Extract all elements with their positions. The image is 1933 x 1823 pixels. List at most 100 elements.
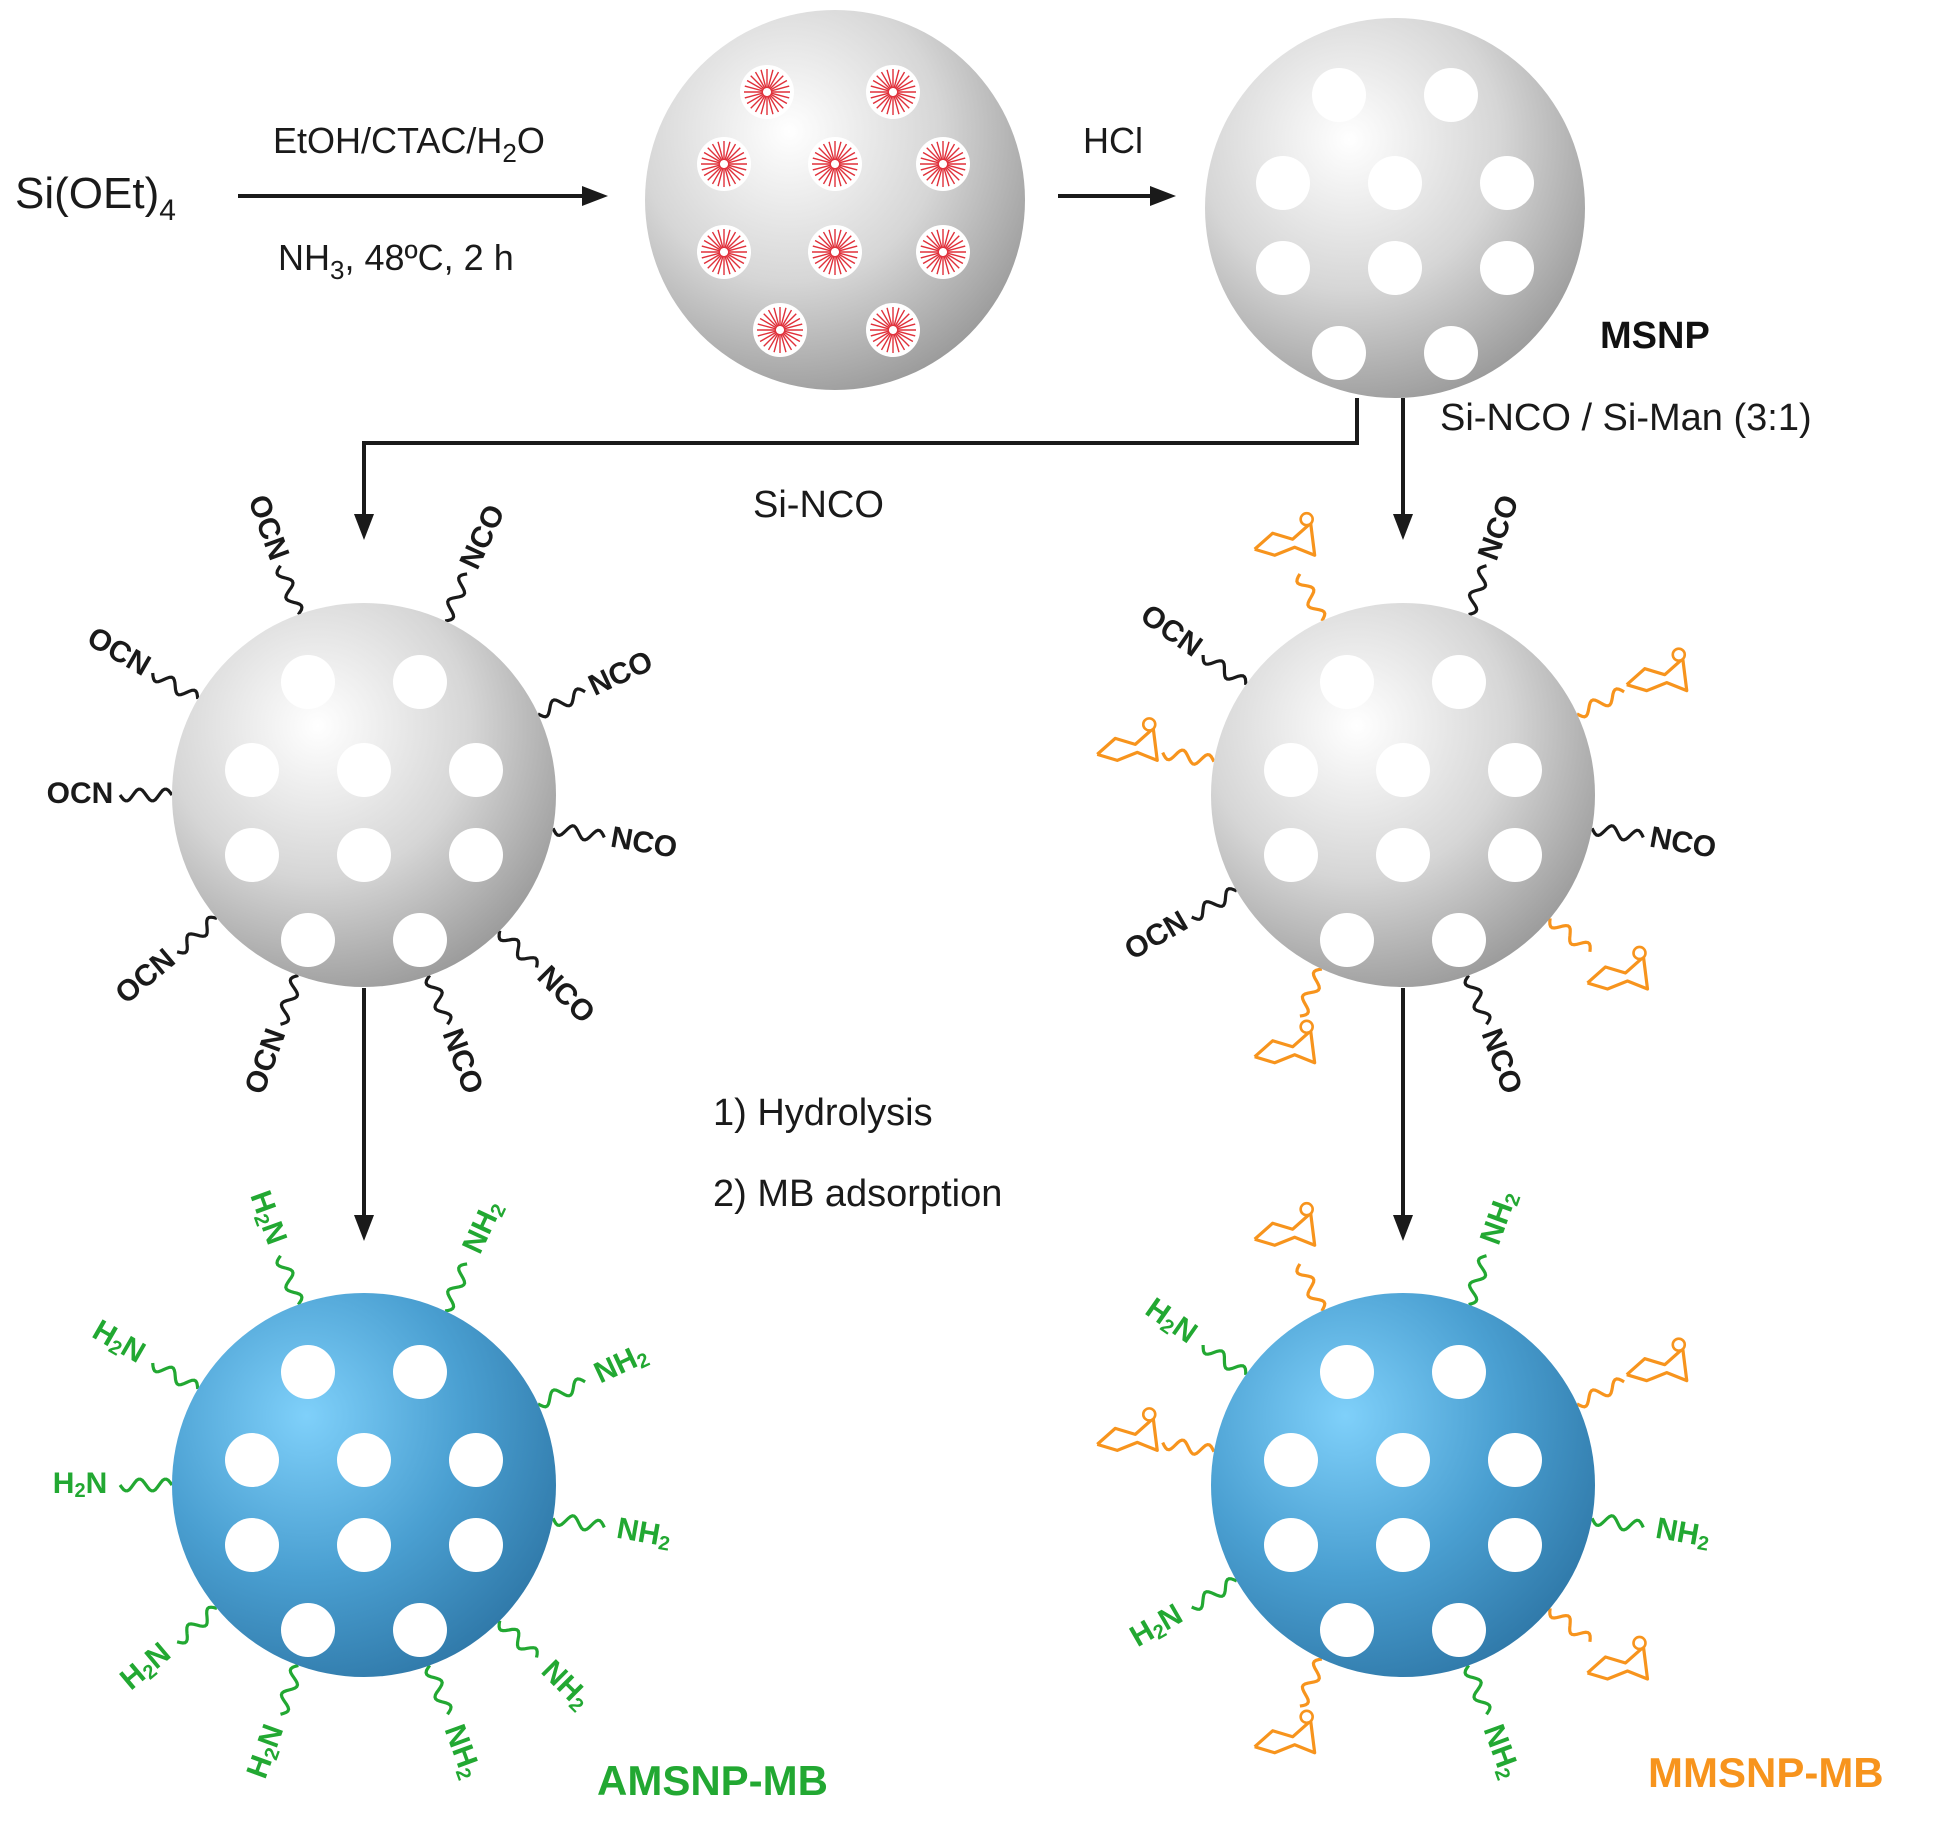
pore — [1424, 326, 1478, 380]
svg-text:NH2: NH2 — [1475, 1720, 1527, 1783]
pore — [281, 655, 335, 709]
amine-group: H2N — [1124, 1577, 1238, 1654]
amine-group: H2N — [1138, 1292, 1248, 1375]
pore — [449, 828, 503, 882]
pore — [281, 913, 335, 967]
surfactant-micelle — [740, 65, 794, 119]
svg-text:H2N: H2N — [114, 1636, 178, 1698]
amine-group: H2N — [244, 1186, 304, 1306]
svg-text:NCO: NCO — [1475, 1024, 1529, 1098]
pore — [281, 1603, 335, 1657]
pore — [1488, 1433, 1542, 1487]
pore — [1320, 1345, 1374, 1399]
pore — [449, 743, 503, 797]
arrow-step3-left — [354, 988, 374, 1241]
msnp-label: MSNP — [1600, 315, 1710, 357]
pore — [1320, 655, 1374, 709]
mannose-group — [1096, 717, 1216, 766]
isocyanate-group: NCO — [1590, 821, 1719, 865]
svg-text:OCN: OCN — [82, 621, 156, 683]
pore — [1312, 68, 1366, 122]
amsnp-mb-label: AMSNP-MB — [597, 1757, 828, 1804]
pore — [1320, 1603, 1374, 1657]
pore — [337, 1518, 391, 1572]
pore — [1264, 743, 1318, 797]
step3-line2: 2) MB adsorption — [713, 1173, 1002, 1215]
svg-text:NH2: NH2 — [436, 1720, 488, 1783]
svg-text:NCO: NCO — [1647, 821, 1718, 865]
pore — [449, 1433, 503, 1487]
amine-group: NH2 — [537, 1337, 653, 1409]
isocyanate-group: NCO — [537, 645, 658, 719]
svg-text:OCN: OCN — [1134, 598, 1208, 663]
surfactant-micelle — [866, 303, 920, 357]
isocyanate-group: NCO — [424, 974, 490, 1098]
amine-group: NH2 — [1463, 1664, 1527, 1783]
isocyanate-group: NCO — [1467, 491, 1526, 617]
amine-group: H2N — [53, 1467, 174, 1502]
mannose-group — [1576, 647, 1689, 719]
reactant-label: Si(OEt)4 — [15, 169, 176, 227]
surfactant-micelle — [866, 65, 920, 119]
arrow-step2 — [1058, 186, 1176, 206]
pore — [1376, 743, 1430, 797]
pore — [1432, 1345, 1486, 1399]
amine-group: NH2 — [1467, 1191, 1526, 1307]
branch-left-label: Si-NCO — [753, 484, 884, 526]
mannose-group — [1253, 1657, 1323, 1755]
surfactant-micelle — [916, 225, 970, 279]
pore — [1312, 326, 1366, 380]
pore — [1264, 1518, 1318, 1572]
arrow-step3-right — [1393, 988, 1413, 1241]
isocyanate-group: OCN — [109, 915, 218, 1010]
pore — [1432, 1603, 1486, 1657]
pore — [337, 1433, 391, 1487]
svg-text:OCN: OCN — [109, 942, 181, 1010]
svg-text:H2N: H2N — [241, 1720, 293, 1783]
svg-text:NCO: NCO — [608, 821, 679, 865]
mannose-group — [1548, 918, 1650, 991]
step1-conditions-bottom: NH3, 48ºC, 2 h — [278, 237, 514, 285]
amine-group: H2N — [241, 1663, 300, 1783]
pore — [393, 1603, 447, 1657]
pore — [1264, 828, 1318, 882]
pore — [1480, 156, 1534, 210]
pore — [1376, 1518, 1430, 1572]
pore — [281, 1345, 335, 1399]
surfactant-micelle — [753, 303, 807, 357]
isocyanate-group: OCN — [1119, 887, 1238, 967]
mannose-group — [1576, 1337, 1689, 1409]
amine-group: NH2 — [424, 1664, 488, 1783]
isocyanate-group: NCO — [444, 500, 512, 623]
pore — [225, 743, 279, 797]
svg-text:NH2: NH2 — [589, 1337, 653, 1392]
svg-text:NCO: NCO — [584, 645, 658, 703]
mannose-group — [1253, 1201, 1327, 1312]
svg-text:NCO: NCO — [436, 1024, 490, 1098]
isocyanate-group: OCN — [238, 973, 300, 1098]
amine-group: H2N — [86, 1314, 200, 1390]
isocyanate-group: NCO — [1463, 974, 1529, 1098]
pore — [1488, 1518, 1542, 1572]
pore — [1376, 1433, 1430, 1487]
pore — [393, 913, 447, 967]
surfactant-micelle — [808, 137, 862, 191]
svg-text:NH2: NH2 — [456, 1195, 511, 1259]
template-particle — [645, 10, 1025, 390]
svg-text:H2N: H2N — [1138, 1292, 1203, 1352]
pore — [1368, 156, 1422, 210]
pore — [393, 655, 447, 709]
arrow-step1 — [238, 186, 608, 206]
pore — [337, 828, 391, 882]
pore — [337, 743, 391, 797]
isocyanate-group: NCO — [551, 821, 680, 865]
surfactant-micelle — [697, 137, 751, 191]
amine-group: NH2 — [1590, 1512, 1710, 1556]
step2-label: HCl — [1083, 120, 1143, 161]
pore — [225, 1433, 279, 1487]
surfactant-micelle — [697, 225, 751, 279]
amine-group: NH2 — [444, 1195, 511, 1313]
svg-text:H2N: H2N — [86, 1314, 151, 1372]
